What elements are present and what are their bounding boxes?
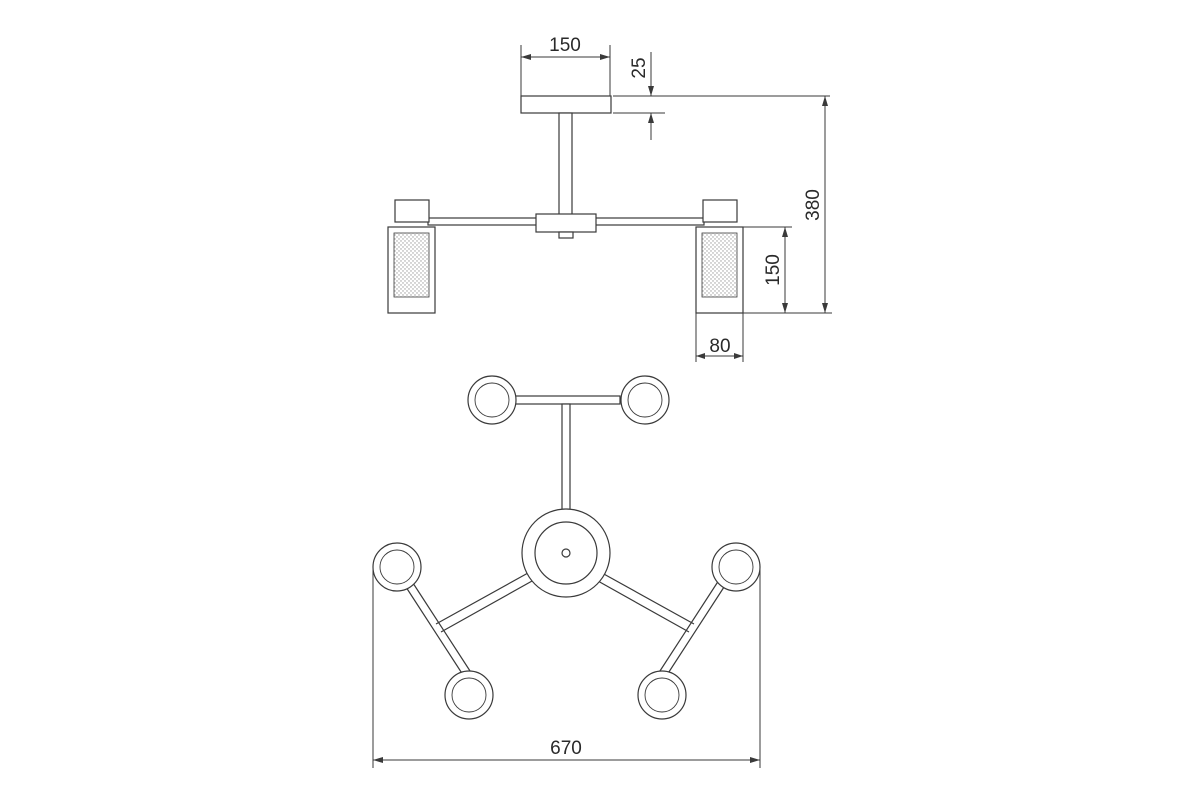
dim-total-width: 670: [372, 567, 761, 768]
left-lamp: [387, 199, 436, 314]
lamp-top-left: [467, 375, 517, 425]
ceiling-canopy: [520, 95, 612, 114]
arm-far-left-b: [410, 579, 473, 675]
dim-shade-height: 150: [743, 226, 792, 313]
top-bar: [509, 395, 621, 405]
dim-total-height-label: 380: [803, 189, 824, 221]
dim-shade-width: 80: [695, 313, 744, 362]
lamp-far-right: [711, 542, 761, 592]
left-lamp-mesh: [393, 232, 430, 298]
lamp-bottom-left: [444, 670, 494, 720]
arm-lower-right-a: [592, 567, 695, 625]
center-hub: [535, 213, 597, 233]
arm-far-right-a: [664, 583, 727, 679]
arm-far-left-a: [403, 583, 466, 679]
arm-lower-left-b: [440, 575, 542, 633]
left-lamp-cap: [394, 199, 430, 223]
stem: [558, 112, 573, 216]
side-view: [387, 95, 744, 314]
dim-base-width-label: 150: [549, 35, 581, 56]
lamp-far-left: [372, 542, 422, 592]
right-lamp: [695, 199, 744, 314]
dim-total-height: 380: [743, 96, 832, 314]
arm-lower-left-a: [435, 567, 538, 625]
hub-center-dot: [561, 548, 571, 558]
dim-base-width: 150: [520, 35, 611, 96]
lamp-top-right: [620, 375, 670, 425]
top-arm: [561, 403, 571, 525]
lamp-bottom-right: [637, 670, 687, 720]
dim-shade-height-label: 150: [763, 254, 784, 286]
right-lamp-cap: [702, 199, 738, 223]
dim-shade-width-label: 80: [709, 336, 730, 357]
arm-far-right-b: [657, 579, 720, 675]
dim-base-height-label: 25: [629, 57, 650, 78]
top-view: [372, 375, 761, 720]
arm-lower-right-b: [588, 575, 690, 633]
hub-bottom: [558, 231, 574, 239]
right-lamp-mesh: [701, 232, 738, 298]
dim-base-height: 25: [613, 52, 830, 140]
dim-total-width-label: 670: [550, 738, 582, 759]
